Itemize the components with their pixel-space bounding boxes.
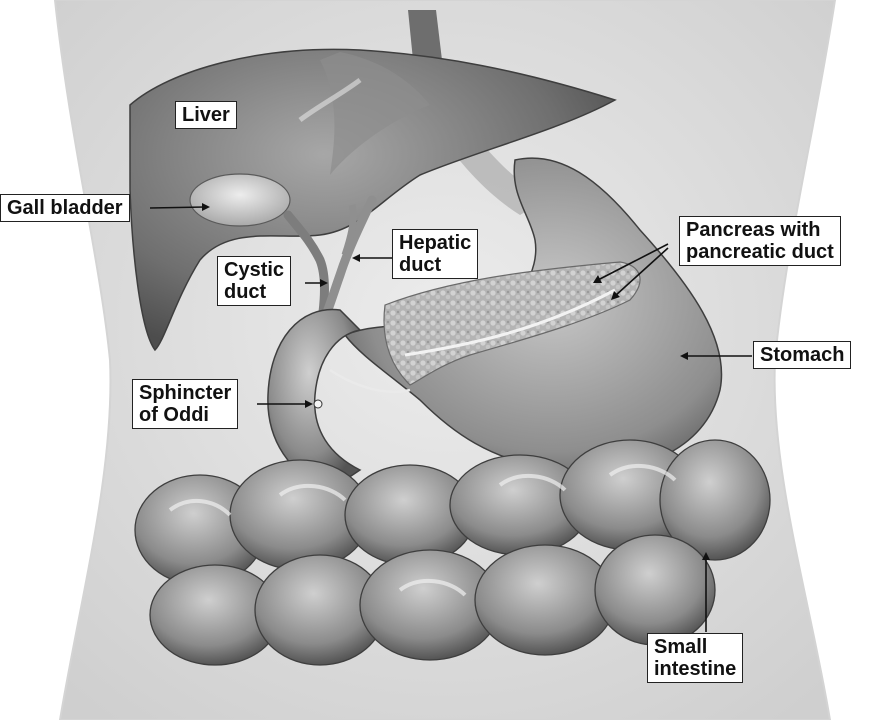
label-hepatic-duct-line2: duct (399, 254, 442, 276)
label-small-intestine-line1: Small (654, 636, 708, 658)
label-stomach: Stomach (753, 341, 852, 369)
gall-bladder (189, 173, 291, 227)
label-sphincter-of-oddi: Sphincter of Oddi (132, 379, 239, 429)
label-stomach-text: Stomach (760, 344, 845, 366)
label-cystic-duct-line2: duct (224, 281, 267, 303)
label-hepatic-duct-line1: Hepatic (399, 232, 472, 254)
label-liver-text: Liver (182, 104, 230, 126)
label-gall-bladder-text: Gall bladder (7, 197, 123, 219)
label-sphincter-line1: Sphincter (139, 382, 232, 404)
sphincter-of-oddi (313, 399, 323, 409)
cystic-duct (283, 210, 330, 317)
label-hepatic-duct: Hepatic duct (392, 229, 479, 279)
label-pancreas: Pancreas with pancreatic duct (679, 216, 841, 266)
hepatic-duct (321, 195, 377, 320)
label-small-intestine-line2: intestine (654, 658, 737, 680)
pancreatic-duct (404, 288, 616, 357)
leader-lines (149, 203, 752, 632)
label-cystic-duct: Cystic duct (217, 256, 292, 306)
label-liver: Liver (175, 101, 237, 129)
label-sphincter-line2: of Oddi (139, 404, 209, 426)
pancreas (383, 261, 641, 386)
label-cystic-duct-line1: Cystic (224, 259, 285, 281)
label-small-intestine: Small intestine (647, 633, 744, 683)
label-pancreas-line2: pancreatic duct (686, 241, 834, 263)
label-pancreas-line1: Pancreas with (686, 219, 821, 241)
label-gall-bladder: Gall bladder (0, 194, 130, 222)
small-intestine (134, 439, 771, 666)
